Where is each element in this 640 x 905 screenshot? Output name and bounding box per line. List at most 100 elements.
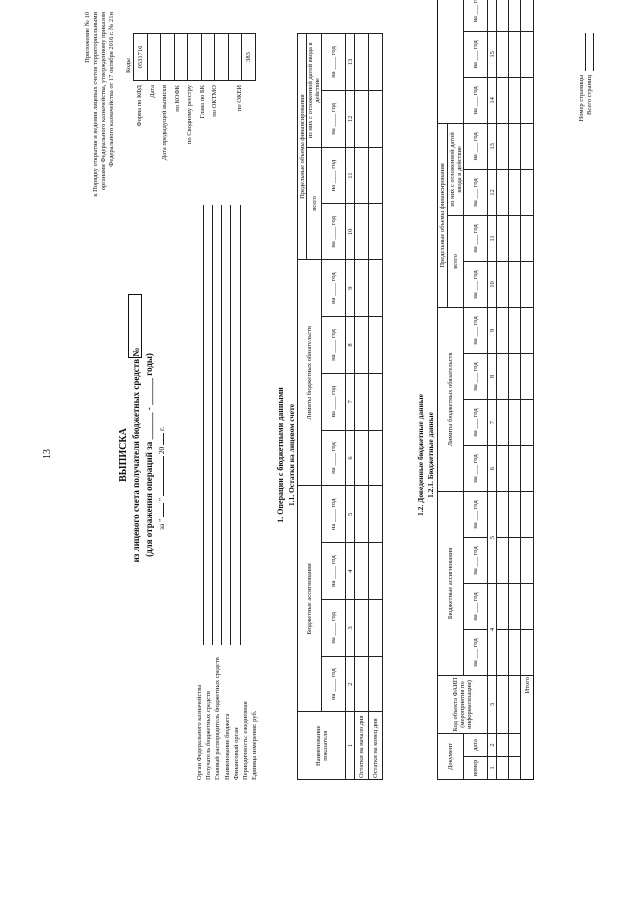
cell[interactable]: [508, 0, 521, 32]
cell[interactable]: [496, 123, 509, 170]
table-row: [496, 0, 509, 780]
cell[interactable]: [496, 756, 509, 780]
cell[interactable]: [368, 373, 383, 431]
cell[interactable]: [508, 756, 521, 780]
cell[interactable]: [368, 430, 383, 486]
code-kofk[interactable]: [174, 33, 188, 81]
fill-line-fin-organ[interactable]: [240, 205, 241, 645]
cell[interactable]: [508, 307, 521, 354]
cell[interactable]: [520, 537, 534, 584]
cell[interactable]: [496, 215, 509, 262]
cell[interactable]: [368, 599, 383, 657]
code-prev-date[interactable]: [160, 33, 174, 81]
cell[interactable]: [496, 399, 509, 446]
fill-line-main-manager[interactable]: [221, 205, 222, 645]
yr: на ____ год: [321, 204, 346, 260]
cell[interactable]: [354, 656, 369, 712]
cell[interactable]: [368, 259, 383, 317]
date-year-field[interactable]: [163, 432, 164, 445]
fill-pages-total[interactable]: [593, 33, 594, 71]
cell[interactable]: [368, 656, 383, 712]
cell[interactable]: [520, 77, 534, 124]
cell[interactable]: [520, 399, 534, 446]
cell[interactable]: [520, 0, 534, 32]
cell[interactable]: [368, 33, 383, 91]
statement-date: за " " 20 г.: [157, 427, 166, 530]
date-month-field[interactable]: [163, 456, 164, 497]
cell[interactable]: [508, 445, 521, 492]
cell[interactable]: [520, 261, 534, 308]
date-day-field[interactable]: [163, 502, 164, 517]
cell[interactable]: [520, 31, 534, 78]
cell[interactable]: [354, 373, 369, 431]
col-number: номер: [463, 756, 488, 780]
cell[interactable]: [368, 485, 383, 543]
cell[interactable]: [496, 169, 509, 216]
code-periodicity: [228, 33, 242, 81]
code-date[interactable]: [147, 33, 161, 81]
col-num: 6: [345, 430, 355, 486]
cell[interactable]: [496, 307, 509, 354]
cell[interactable]: [520, 583, 534, 630]
cell[interactable]: [496, 733, 509, 757]
code-svodny[interactable]: [187, 33, 201, 81]
cell[interactable]: [508, 123, 521, 170]
cell[interactable]: [354, 599, 369, 657]
cell[interactable]: [520, 215, 534, 262]
cell[interactable]: [508, 399, 521, 446]
col-num: 1: [487, 756, 497, 780]
cell[interactable]: [354, 542, 369, 600]
cell[interactable]: [508, 261, 521, 308]
cell[interactable]: [508, 169, 521, 216]
cell[interactable]: [508, 491, 521, 538]
fill-line-fk[interactable]: [203, 205, 204, 645]
cell[interactable]: [354, 147, 369, 204]
cell[interactable]: [508, 733, 521, 757]
cell[interactable]: [496, 77, 509, 124]
cell[interactable]: [508, 675, 521, 734]
cell[interactable]: [354, 485, 369, 543]
code-oktmo[interactable]: [214, 33, 228, 81]
cell[interactable]: [508, 353, 521, 400]
fill-line-budget[interactable]: [230, 205, 231, 645]
cell[interactable]: [496, 445, 509, 492]
cell[interactable]: [354, 316, 369, 374]
cell[interactable]: [368, 542, 383, 600]
cell[interactable]: [354, 259, 369, 317]
cell[interactable]: [520, 491, 534, 538]
cell[interactable]: [520, 353, 534, 400]
cell[interactable]: [496, 629, 509, 676]
cell[interactable]: [520, 445, 534, 492]
cell[interactable]: [368, 147, 383, 204]
cell[interactable]: [508, 629, 521, 676]
cell[interactable]: [496, 353, 509, 400]
cell[interactable]: [354, 33, 369, 91]
cell[interactable]: [520, 169, 534, 216]
cell[interactable]: [496, 537, 509, 584]
cell[interactable]: [368, 316, 383, 374]
cell[interactable]: [508, 77, 521, 124]
cell[interactable]: [368, 90, 383, 148]
fill-line-recipient[interactable]: [212, 205, 213, 645]
fill-page-number[interactable]: [585, 33, 586, 71]
cell[interactable]: [520, 307, 534, 354]
cell[interactable]: [508, 215, 521, 262]
cell[interactable]: [354, 204, 369, 260]
cell[interactable]: [496, 675, 509, 734]
cell[interactable]: [520, 123, 534, 170]
codes-table: 0531716 383: [133, 33, 256, 81]
cell[interactable]: [496, 261, 509, 308]
cell[interactable]: [496, 0, 509, 32]
cell[interactable]: [496, 491, 509, 538]
code-glava[interactable]: [201, 33, 215, 81]
cell[interactable]: [354, 430, 369, 486]
cell[interactable]: [496, 31, 509, 78]
cell[interactable]: [508, 583, 521, 630]
cell[interactable]: [354, 90, 369, 148]
account-number-box[interactable]: [128, 294, 142, 358]
cell[interactable]: [520, 629, 534, 676]
cell[interactable]: [496, 583, 509, 630]
cell[interactable]: [368, 204, 383, 260]
cell[interactable]: [508, 537, 521, 584]
cell[interactable]: [508, 31, 521, 78]
